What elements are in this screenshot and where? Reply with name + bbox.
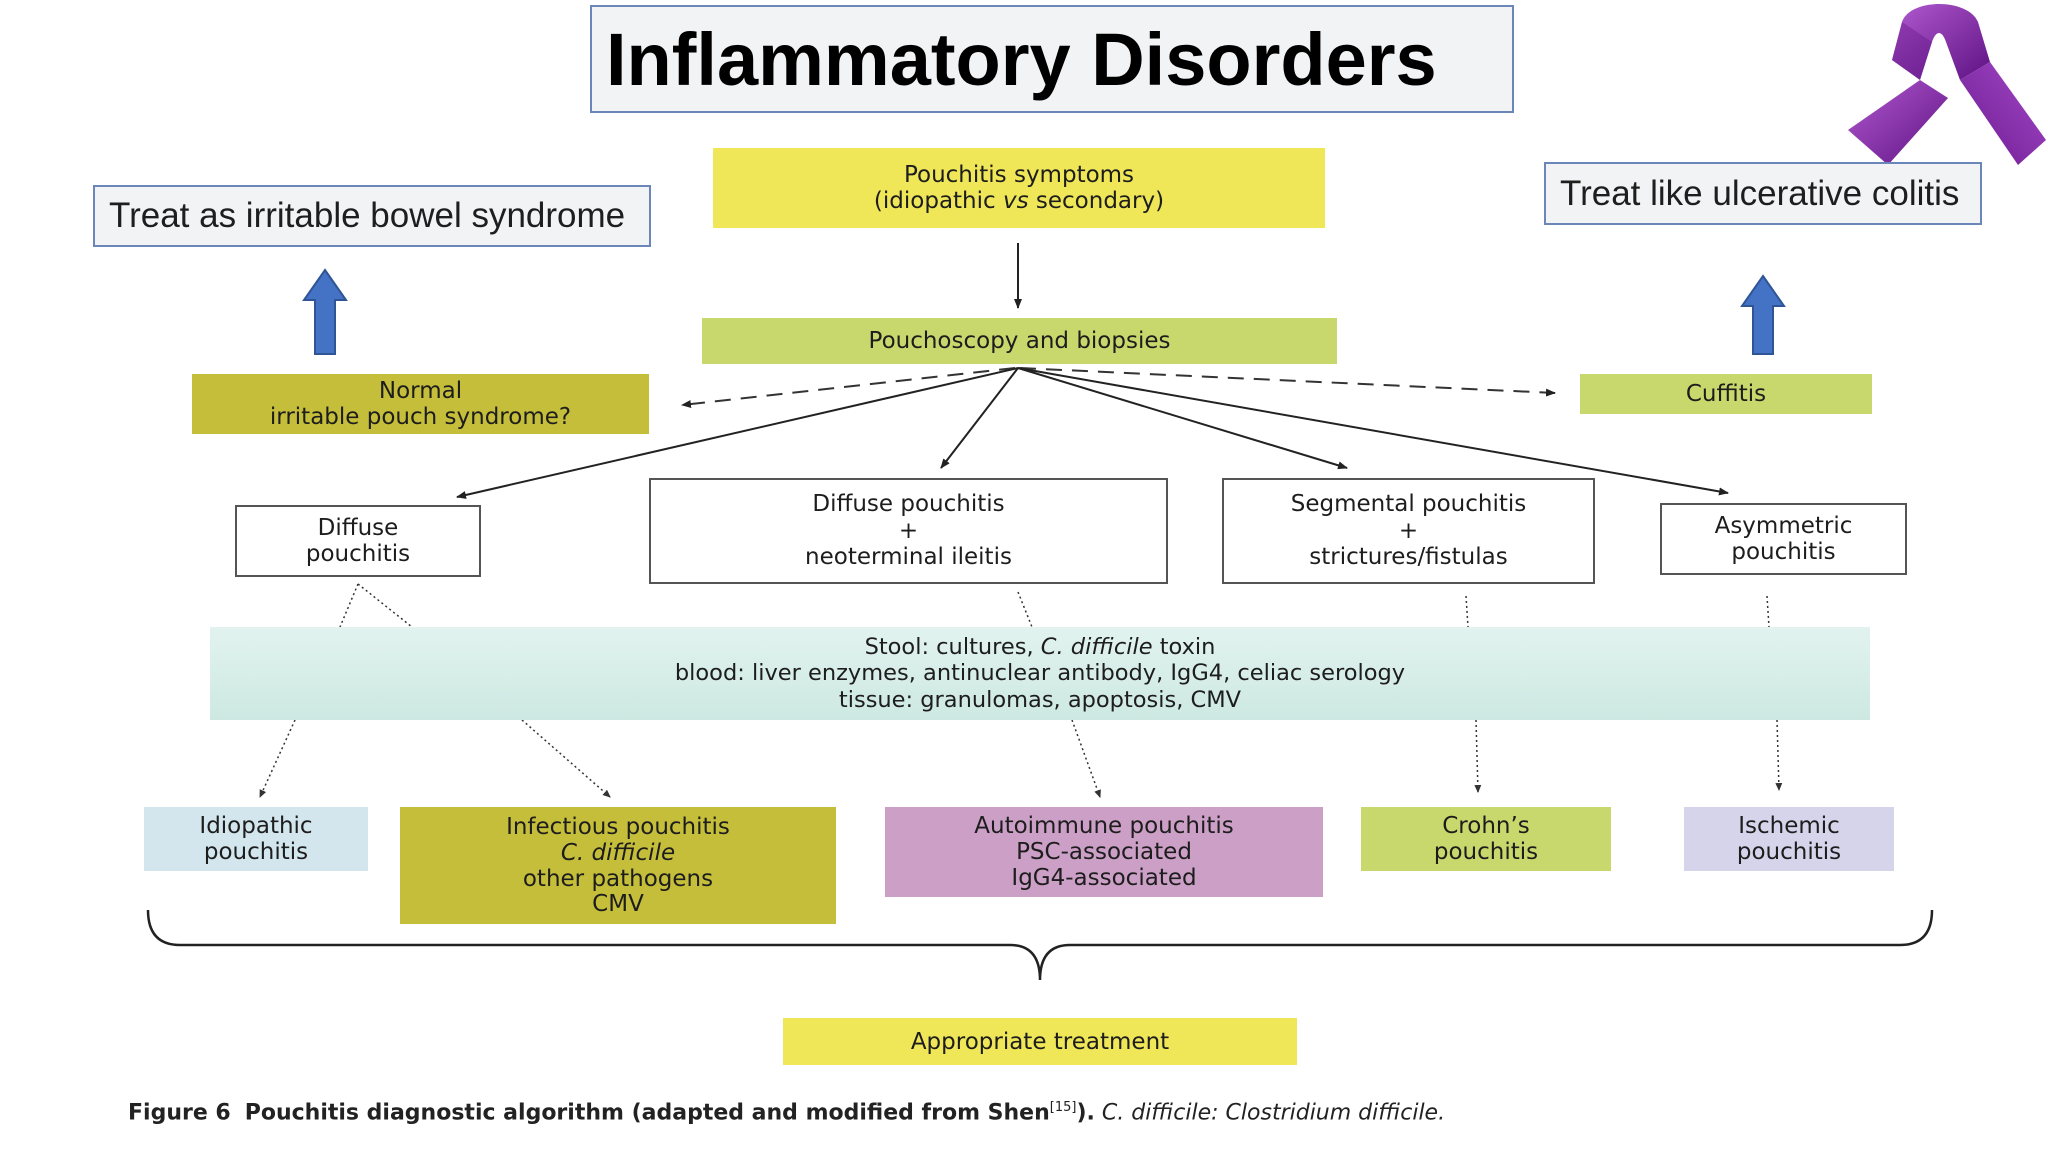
connector-to-diffuse-neo <box>940 367 1019 469</box>
connector-dashed-cuffitis <box>1019 367 1556 397</box>
node-appropriate-treatment: Appropriate treatment <box>783 1018 1297 1065</box>
connector-to-asymmetric <box>1017 367 1729 496</box>
node-normal: Normal irritable pouch syndrome? <box>192 374 649 434</box>
slide-title: Inflammatory Disorders <box>590 5 1514 113</box>
connector-to-ischemic <box>1775 719 1783 791</box>
node-asymmetric: Asymmetric pouchitis <box>1660 503 1907 575</box>
node-ischemic: Ischemic pouchitis <box>1684 807 1894 871</box>
awareness-ribbon-icon <box>1848 4 2046 165</box>
callout-ibs: Treat as irritable bowel syndrome <box>93 185 651 247</box>
node-cuffitis: Cuffitis <box>1580 374 1872 414</box>
up-arrow-icon <box>302 268 348 355</box>
connector-diffuse-split <box>339 583 413 628</box>
caption-ref: [15] <box>1049 1100 1077 1115</box>
connector-dashed-normal <box>681 367 1016 408</box>
connector-to-autoimmune <box>1071 719 1101 798</box>
caption-close: ). <box>1076 1100 1095 1126</box>
connector-to-diffuse <box>456 367 1019 499</box>
node-diffuse-neoterminal: Diffuse pouchitis + neoterminal ileitis <box>649 478 1168 584</box>
connector-asym-top <box>1766 595 1770 628</box>
node-infectious: Infectious pouchitis C. difficile other … <box>400 807 836 924</box>
connector-seg-top <box>1465 595 1469 628</box>
node-pouchoscopy: Pouchoscopy and biopsies <box>702 318 1337 364</box>
node-segmental: Segmental pouchitis + strictures/fistula… <box>1222 478 1595 584</box>
connector-to-crohns <box>1474 719 1482 793</box>
node-diagnostic-tests: Stool: cultures, C. difficile toxin bloo… <box>210 627 1870 720</box>
connector-to-idiopathic <box>259 719 296 798</box>
connector-to-infectious <box>521 719 611 798</box>
brace <box>146 909 1934 981</box>
caption-italic: C. difficile: Clostridium difficile. <box>1101 1100 1446 1126</box>
connector-neo-top <box>1017 591 1033 628</box>
connector-to-segmental <box>1017 367 1348 470</box>
callout-ulcerative-colitis: Treat like ulcerative colitis <box>1544 162 1982 225</box>
up-arrow-icon <box>1740 274 1786 355</box>
node-pouchitis-symptoms: Pouchitis symptoms (idiopathic vs second… <box>713 148 1325 228</box>
caption-text: Pouchitis diagnostic algorithm (adapted … <box>244 1100 1050 1126</box>
node-autoimmune: Autoimmune pouchitis PSC-associated IgG4… <box>885 807 1323 897</box>
node-idiopathic: Idiopathic pouchitis <box>144 807 368 871</box>
node-crohns: Crohn’s pouchitis <box>1361 807 1611 871</box>
caption-label: Figure 6 <box>128 1100 231 1126</box>
figure-caption: Figure 6 Pouchitis diagnostic algorithm … <box>128 1100 1928 1136</box>
node-diffuse-pouchitis: Diffuse pouchitis <box>235 505 481 577</box>
